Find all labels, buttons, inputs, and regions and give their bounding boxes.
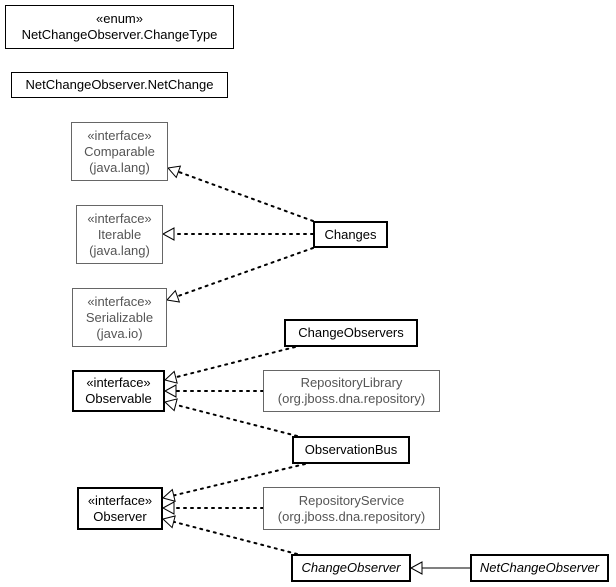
stereotype-label: «interface» — [87, 127, 152, 143]
class-name: RepositoryService — [298, 492, 405, 508]
interface-name: Observer — [93, 508, 147, 524]
edge-realization-change-observers-to-observable — [163, 346, 296, 384]
interface-observable[interactable]: «interface» Observable — [72, 370, 165, 412]
class-repository-service[interactable]: RepositoryService (org.jboss.dna.reposit… — [263, 487, 440, 530]
stereotype-label: «interface» — [87, 293, 152, 309]
interface-name: Serializable — [85, 309, 154, 325]
hollow-triangle-arrowhead-icon — [161, 227, 175, 241]
edge-line — [174, 346, 296, 379]
class-name: NetChangeObserver — [479, 560, 600, 575]
stereotype-label: «enum» — [96, 11, 143, 26]
class-name: NetChangeObserver.ChangeType — [21, 27, 218, 42]
edge-realization-changes-to-serializable — [166, 247, 314, 303]
class-name: ChangeObserver — [301, 560, 401, 575]
hollow-triangle-arrowhead-icon — [166, 289, 181, 303]
stereotype-label: «interface» — [87, 210, 152, 226]
hollow-triangle-arrowhead-icon — [161, 488, 176, 502]
package-label: (java.io) — [96, 325, 143, 341]
class-net-change[interactable]: NetChangeObserver.NetChange — [11, 72, 228, 98]
class-changes[interactable]: Changes — [313, 221, 388, 248]
class-change-observer[interactable]: ChangeObserver — [291, 554, 411, 582]
class-name: ObservationBus — [304, 442, 398, 457]
hollow-triangle-arrowhead-icon — [167, 165, 182, 179]
edge-line — [176, 247, 314, 298]
interface-serializable[interactable]: «interface» Serializable (java.io) — [72, 288, 167, 347]
edge-layer — [161, 165, 470, 575]
interface-observer[interactable]: «interface» Observer — [77, 487, 163, 530]
hollow-triangle-arrowhead-icon — [163, 370, 178, 384]
package-label: (org.jboss.dna.repository) — [277, 508, 426, 524]
edge-line — [172, 520, 298, 555]
class-change-type[interactable]: «enum» NetChangeObserver.ChangeType — [5, 5, 234, 49]
package-label: (java.lang) — [89, 242, 150, 258]
interface-name: Iterable — [97, 226, 142, 242]
edge-realization-observation-bus-to-observer — [161, 463, 306, 502]
class-name: NetChangeObserver.NetChange — [25, 77, 214, 92]
hollow-triangle-arrowhead-icon — [161, 501, 175, 515]
edge-generalization-net-change-observer-to-change-observer — [409, 561, 470, 575]
edge-realization-change-observer-to-observer — [161, 515, 298, 555]
stereotype-label: «interface» — [87, 492, 153, 508]
edge-realization-repository-library-to-observable — [163, 384, 264, 398]
interface-name: Comparable — [84, 143, 155, 159]
edge-line — [174, 403, 298, 437]
hollow-triangle-arrowhead-icon — [161, 515, 176, 529]
class-name: ChangeObservers — [298, 325, 404, 340]
class-observation-bus[interactable]: ObservationBus — [292, 436, 410, 464]
package-label: (org.jboss.dna.repository) — [277, 391, 426, 406]
hollow-triangle-arrowhead-icon — [163, 384, 177, 398]
interface-comparable[interactable]: «interface» Comparable (java.lang) — [71, 122, 168, 181]
edge-realization-changes-to-iterable — [161, 227, 314, 241]
edge-line — [172, 463, 306, 497]
class-name: RepositoryLibrary — [300, 375, 403, 390]
class-repository-library[interactable]: RepositoryLibrary (org.jboss.dna.reposit… — [263, 370, 440, 412]
edge-realization-repository-service-to-observer — [161, 501, 264, 515]
edge-realization-observation-bus-to-observable — [163, 398, 298, 437]
package-label: (java.lang) — [89, 159, 150, 175]
interface-name: Observable — [85, 391, 152, 406]
interface-iterable[interactable]: «interface» Iterable (java.lang) — [76, 205, 163, 264]
class-change-observers[interactable]: ChangeObservers — [284, 319, 418, 347]
class-net-change-observer[interactable]: NetChangeObserver — [470, 554, 609, 582]
stereotype-label: «interface» — [86, 375, 151, 390]
hollow-triangle-arrowhead-icon — [163, 398, 178, 412]
hollow-triangle-arrowhead-icon — [409, 561, 423, 575]
edge-line — [177, 170, 314, 222]
class-name: Changes — [324, 226, 377, 242]
edge-realization-changes-to-comparable — [167, 165, 314, 222]
